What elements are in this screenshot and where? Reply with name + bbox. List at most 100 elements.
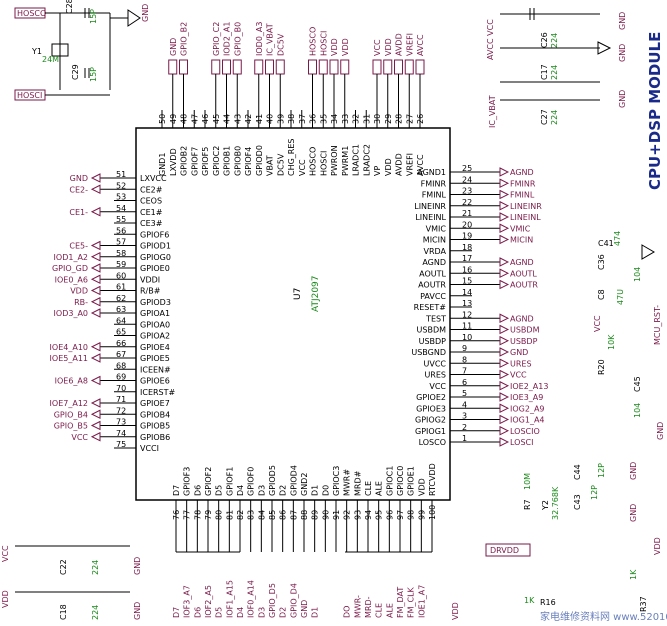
bottom-pin-name: GPIOD4 — [289, 465, 298, 496]
left-pin-name: GPIOA1 — [140, 309, 170, 318]
bottom-pin-number: 100 — [428, 505, 437, 520]
vdd-br-label: VDD — [653, 537, 662, 555]
bottom-pin-name: D6 — [193, 485, 202, 496]
bottom-pin-number: 94 — [364, 510, 373, 520]
right-pin-name: VRDA — [423, 247, 446, 256]
top-pin-number: 27 — [405, 114, 414, 124]
r37-value: 1K — [629, 569, 638, 580]
top-net-label: DC5V — [276, 33, 285, 56]
top-net-label: VREFI — [405, 33, 414, 56]
gnd-top-right-2: GND — [618, 44, 627, 62]
top-pin-number: 45 — [212, 114, 221, 124]
left-pin-number: 58 — [116, 249, 126, 258]
right-net-arrow — [499, 200, 510, 211]
top-net-flag — [318, 59, 328, 75]
top-net-label: IC_VBAT — [266, 23, 275, 56]
top-net-flag — [372, 59, 382, 75]
left-pin-number: 73 — [116, 418, 126, 427]
left-pin-number: 68 — [116, 361, 126, 370]
top-pin-number: 48 — [180, 114, 189, 124]
left-pin-name: GPIOB6 — [140, 433, 170, 442]
top-pin-number: 33 — [341, 114, 350, 124]
top-net-label: HOSCI — [319, 31, 328, 56]
top-pin-number: 41 — [255, 114, 264, 124]
left-net-arrow — [90, 409, 101, 420]
right-net-arrow — [499, 223, 510, 234]
bottom-net-label: MWR- — [353, 595, 362, 618]
top-pin-number: 31 — [362, 114, 371, 124]
c43-ref: C43 — [573, 494, 582, 510]
right-net-label: VCC — [510, 371, 527, 380]
right-net-arrow — [499, 437, 510, 447]
right-pin-name: GPIOE2 — [416, 393, 446, 402]
right-pin-name: VMIC — [426, 224, 447, 233]
right-net-label: FMINR — [510, 179, 536, 188]
c45-ref: C45 — [633, 376, 642, 392]
top-pin-name: GPIOF4 — [244, 147, 253, 176]
right-pin-name: AOUTL — [419, 269, 446, 278]
left-net-label: IOD1_A2 — [54, 253, 88, 262]
gnd-rtc-1: GND — [629, 462, 638, 480]
left-pin-name: GPIOE5 — [140, 354, 170, 363]
top-pin-name: CHG_RES — [287, 139, 296, 177]
bottom-pin-number: 95 — [375, 510, 384, 520]
left-net-arrow — [90, 173, 101, 183]
bottom-pin-number: 80 — [215, 510, 224, 520]
top-net-flag — [275, 59, 285, 75]
right-net-arrow — [499, 335, 510, 346]
bottom-pin-number: 98 — [407, 510, 416, 520]
bottom-net-label: FM_CLK — [407, 586, 416, 618]
left-pin-name: GPIOE7 — [140, 399, 170, 408]
left-pin-number: 52 — [116, 181, 126, 190]
top-pin-name: AVCC — [416, 154, 425, 176]
left-pin-name: CEOS — [140, 197, 162, 206]
top-pin-name: VDD — [384, 158, 393, 176]
bottom-pin-number: 93 — [353, 510, 362, 520]
avcc-vcc-label: AVCC VCC — [486, 19, 495, 60]
ic-vbat-label: IC_VBAT — [488, 95, 497, 128]
watermark: 家电维修资料网 www.520101.com — [540, 610, 667, 623]
top-net-flag — [254, 59, 264, 75]
bottom-pin-number: 84 — [257, 510, 266, 520]
c8-ref: C8 — [597, 289, 606, 300]
left-pin-name: GPIOB4 — [140, 410, 170, 419]
rtc-crystal-circuit: R7 10M Y2 32.768K C44 12P C43 12P GND GN… — [523, 462, 638, 522]
top-pin-number: 26 — [416, 114, 425, 124]
chip-ref: U7 — [293, 288, 303, 300]
right-pin-number: 22 — [462, 198, 472, 207]
top-net-flag — [329, 59, 339, 75]
top-pin-name: LXVDD — [169, 148, 178, 176]
r20-value: 10K — [607, 334, 616, 350]
right-pin-name: LOSCO — [419, 438, 446, 447]
gnd-top-left: GND — [141, 4, 150, 22]
top-pin-name: GPIOF5 — [201, 147, 210, 176]
top-net-label: GND — [169, 38, 178, 56]
right-net-label: LINEINL — [510, 213, 541, 222]
bottom-net-label: CLE — [375, 603, 384, 618]
top-pin-name: LRADC1 — [352, 144, 361, 176]
r16-value: 1K — [524, 596, 535, 605]
left-pin-name: GPIOD1 — [140, 242, 171, 251]
top-pin-name: GPIOF7 — [190, 147, 199, 176]
c29-value: 15P — [89, 67, 98, 82]
bottom-net-label: D1 — [311, 607, 320, 618]
bottom-pin-number: 83 — [247, 510, 256, 520]
bottom-net-label: D6 — [193, 607, 202, 618]
left-pin-name: GPIOA0 — [140, 320, 170, 329]
left-pin-number: 53 — [116, 193, 126, 202]
left-pin-name: ICERST# — [140, 388, 176, 397]
chip-body — [135, 127, 451, 501]
top-net-flag — [211, 59, 221, 75]
left-net-arrow — [90, 251, 101, 262]
bottom-pin-name: D4 — [236, 485, 245, 496]
top-net-flag — [232, 59, 242, 75]
top-pin-number: 36 — [309, 114, 318, 124]
r7-ref: R7 — [523, 499, 532, 510]
right-net-label: LOSCI — [510, 438, 534, 447]
left-net-label: IOE6_A8 — [55, 377, 88, 386]
bottom-net-label: D2 — [279, 607, 288, 618]
top-pin-name: GPIOB1 — [223, 146, 232, 176]
right-pin-name: USBDM — [417, 326, 447, 335]
c17-ref: C17 — [540, 64, 549, 80]
